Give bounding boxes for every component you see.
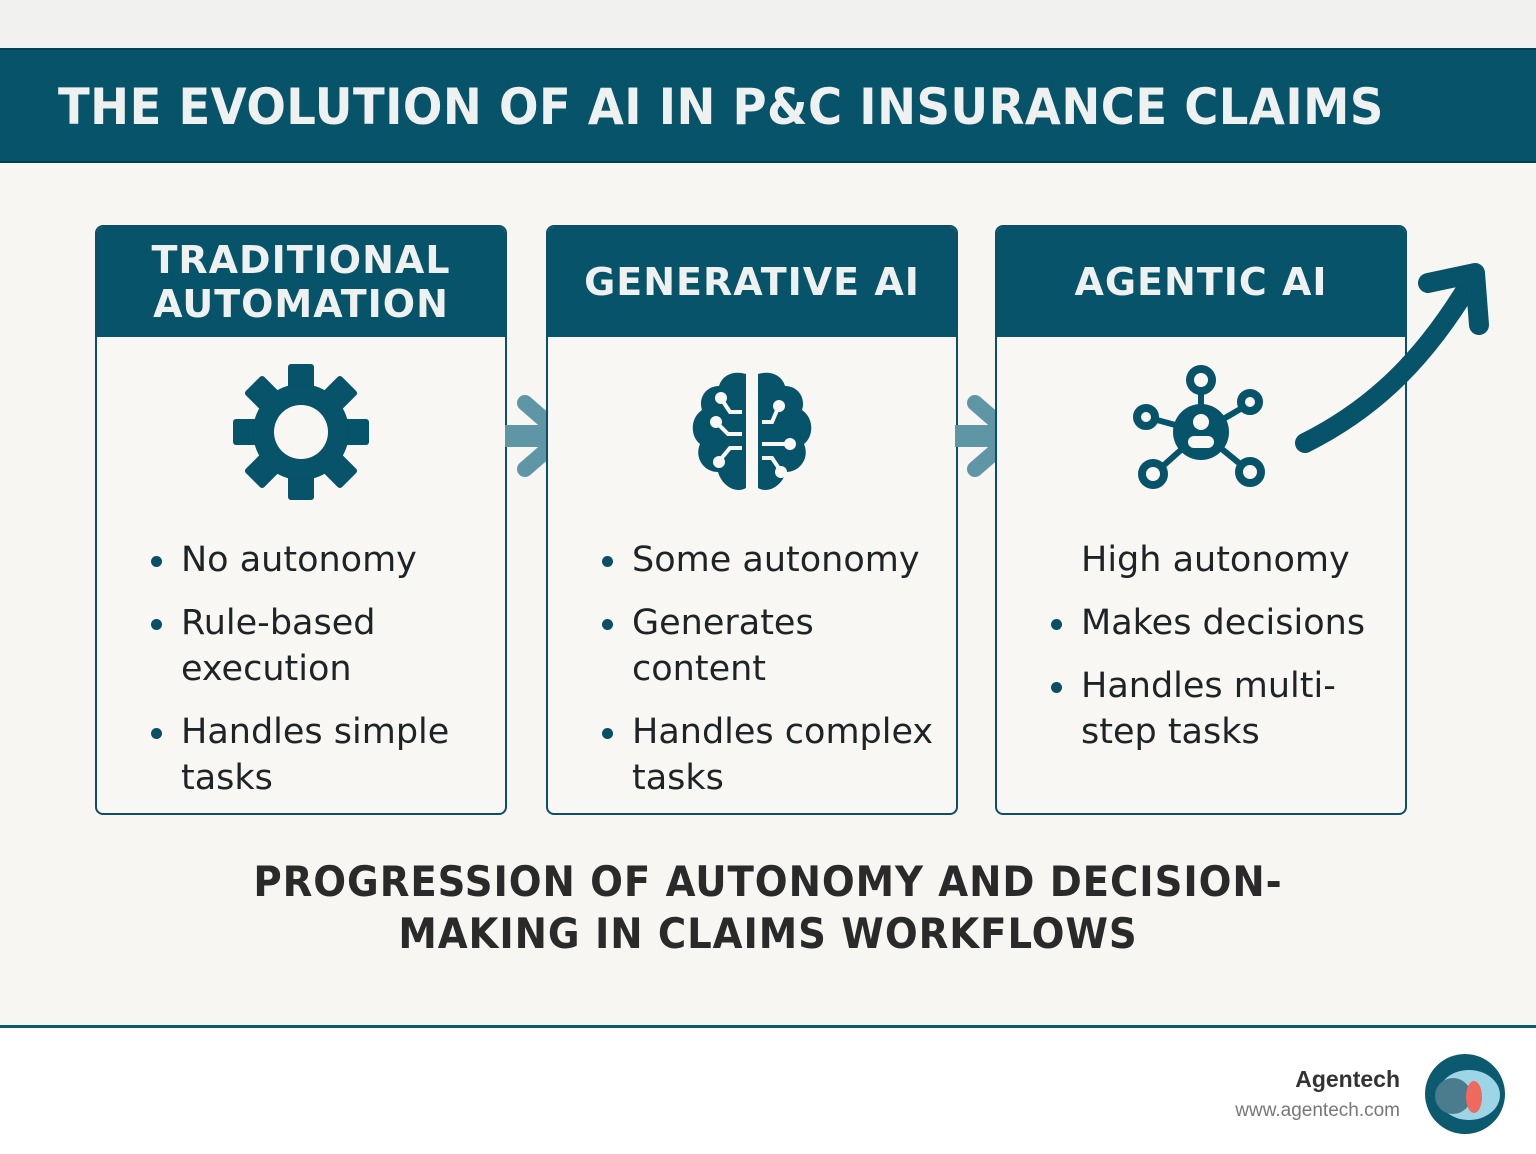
brand-url[interactable]: www.agentech.com — [1235, 1100, 1400, 1121]
stage-card-agentic-ai: AGENTIC AI — [995, 225, 1407, 815]
brain-circuit-icon — [692, 372, 812, 491]
gear-icon — [233, 364, 369, 500]
diagram-caption: PROGRESSION OF AUTONOMY AND DECISION- MA… — [253, 857, 1283, 958]
stage-header: AGENTIC AI — [997, 227, 1405, 337]
bullet-dot — [1051, 619, 1062, 630]
stage-title: AGENTIC AI — [1074, 260, 1328, 304]
bullet-item: Rule-based execution — [145, 600, 441, 692]
bullet-dot — [151, 619, 162, 630]
bullet-item: Handles complex tasks — [596, 709, 942, 801]
bullet-item: Makes decisions — [1045, 600, 1395, 646]
agentech-logo-icon — [1425, 1054, 1505, 1134]
bullet-dot — [151, 556, 162, 567]
bullet-dot — [602, 619, 613, 630]
footer: Agentech www.agentech.com — [0, 1025, 1536, 1154]
bullet-dot — [151, 728, 162, 739]
title-banner: THE EVOLUTION OF AI IN P&C INSURANCE CLA… — [0, 48, 1536, 163]
stage-card-generative-ai: GENERATIVE AI — [546, 225, 958, 815]
stage-bullets: No autonomy Rule-based execution Handles… — [145, 537, 495, 813]
page-title: THE EVOLUTION OF AI IN P&C INSURANCE CLA… — [58, 78, 1384, 136]
stage-header: GENERATIVE AI — [548, 227, 956, 337]
bullet-item: Handles multi-step tasks — [1045, 663, 1371, 755]
bullet-item: Some autonomy — [596, 537, 946, 583]
bullet-item: Handles simple tasks — [145, 709, 451, 801]
bullet-dot — [1051, 682, 1062, 693]
bullet-dot — [602, 728, 613, 739]
stage-title: GENERATIVE AI — [584, 260, 920, 304]
brand-name: Agentech — [1295, 1066, 1400, 1092]
bullet-item: Generates content — [596, 600, 946, 692]
upward-trend-arrow-icon — [1295, 263, 1489, 453]
bullet-item: High autonomy — [1081, 540, 1350, 580]
stage-bullets: Some autonomy Generates content Handles … — [596, 537, 946, 813]
agent-network-icon — [1133, 365, 1265, 489]
stage-bullets: High autonomy Makes decisions Handles mu… — [1045, 537, 1395, 772]
bullet-item: No autonomy — [145, 537, 495, 583]
bullet-dot — [602, 556, 613, 567]
top-margin — [0, 0, 1536, 48]
